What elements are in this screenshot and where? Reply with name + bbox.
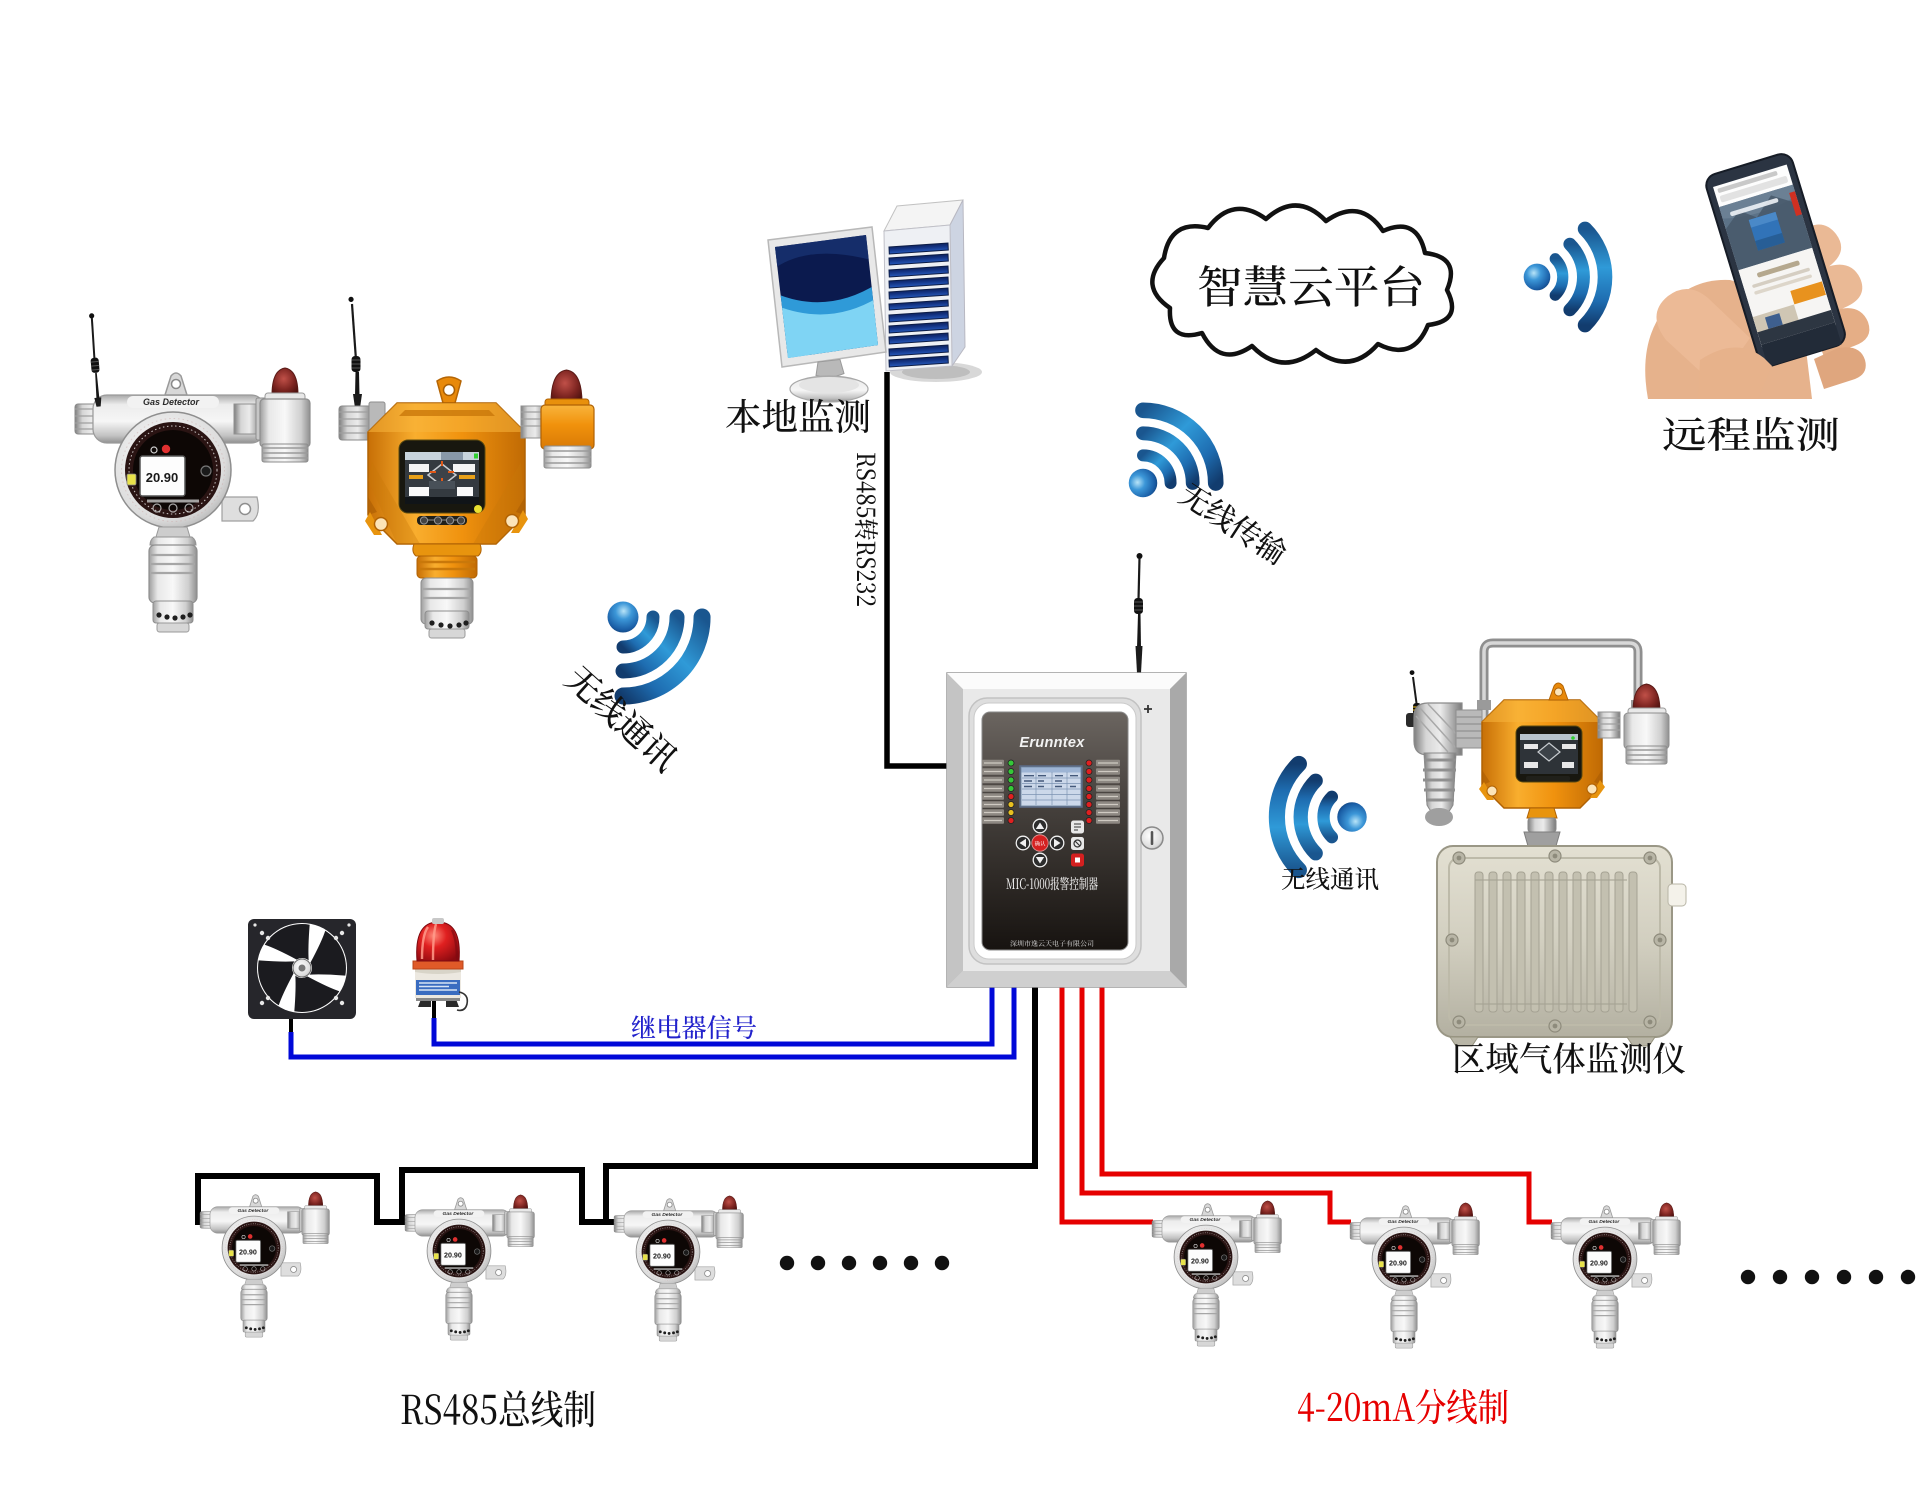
svg-text:Erunntex: Erunntex — [1019, 735, 1085, 751]
